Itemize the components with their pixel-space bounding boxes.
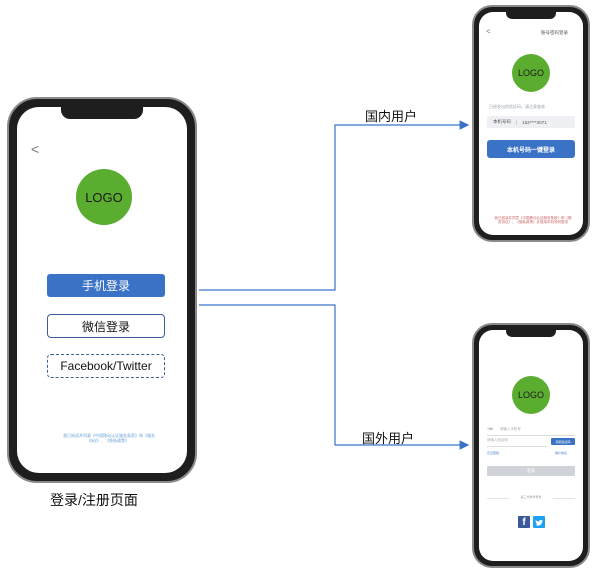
phone-number-value: 152****3071: [522, 119, 547, 125]
phone-number-field: 本机号码 | 152****3071: [487, 116, 575, 128]
back-arrow-icon[interactable]: <: [31, 141, 40, 157]
user-agreement-link[interactable]: 用户协议: [555, 451, 568, 455]
app-logo: LOGO: [512, 376, 550, 414]
overseas-connector: [199, 304, 470, 450]
social-login-button[interactable]: Facebook/Twitter: [47, 354, 165, 378]
twitter-icon[interactable]: [533, 516, 545, 528]
one-click-login-button[interactable]: 本机号码一键登录: [487, 140, 575, 158]
field-divider: |: [516, 119, 518, 125]
domestic-phone-screen: < 账号密码登录 LOGO 已经发出的验证码，请注意查收 本机号码 | 152*…: [479, 12, 583, 235]
region-code[interactable]: +86: [487, 427, 493, 431]
phone-placeholder: 请输入手机号: [499, 427, 521, 431]
overseas-phone-screen: LOGO +86 请输入手机号 请输入验证码 获取验证码 忘记密码 用户协议 登…: [479, 330, 583, 561]
app-logo: LOGO: [76, 169, 132, 225]
agreement-text[interactable]: 我已阅读并同意《中国移动认证服务条款》和《服务协议》、《隐私政策》并使用本机号码…: [494, 216, 572, 224]
phone-notch: [506, 330, 556, 337]
phone-notch: [506, 12, 556, 19]
back-arrow-icon[interactable]: <: [486, 27, 491, 36]
domestic-phone-frame: < 账号密码登录 LOGO 已经发出的验证码，请注意查收 本机号码 | 152*…: [472, 5, 590, 242]
forgot-password-link[interactable]: 忘记密码: [487, 451, 500, 455]
main-phone-screen: < LOGO 手机登录 微信登录 Facebook/Twitter 我已阅读并同…: [17, 107, 187, 473]
overseas-phone-frame: LOGO +86 请输入手机号 请输入验证码 获取验证码 忘记密码 用户协议 登…: [472, 323, 590, 568]
login-button[interactable]: 登录: [487, 466, 575, 476]
wechat-login-button[interactable]: 微信登录: [47, 314, 165, 338]
code-input-field[interactable]: 请输入验证码: [487, 438, 547, 447]
phone-number-label: 本机号码: [493, 119, 511, 124]
main-page-caption: 登录/注册页面: [50, 492, 138, 508]
third-party-label: 第三方账号登录: [509, 495, 553, 499]
domestic-connector: [199, 120, 470, 291]
main-phone-frame: < LOGO 手机登录 微信登录 Facebook/Twitter 我已阅读并同…: [7, 97, 197, 483]
agreement-text[interactable]: 我已阅读并同意《中国移动认证服务条款》和《服务协议》、《隐私政策》: [63, 433, 155, 443]
hint-text: 已经发出的验证码，请注意查收: [489, 104, 545, 109]
phone-notch: [61, 107, 143, 119]
facebook-icon[interactable]: f: [518, 516, 530, 528]
get-code-button[interactable]: 获取验证码: [551, 438, 575, 445]
overseas-users-label: 国外用户: [362, 431, 415, 446]
app-logo: LOGO: [512, 54, 550, 92]
password-login-link[interactable]: 账号密码登录: [541, 30, 568, 35]
domestic-users-label: 国内用户: [365, 109, 418, 124]
phone-login-button[interactable]: 手机登录: [47, 274, 165, 297]
phone-input-field[interactable]: +86 请输入手机号: [487, 427, 575, 436]
